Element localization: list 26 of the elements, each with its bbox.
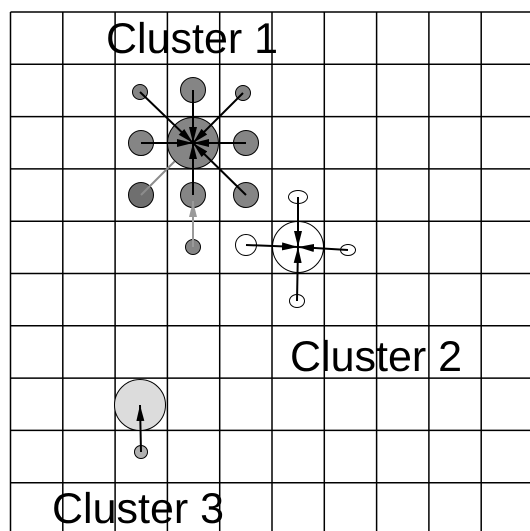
arrow <box>189 143 197 195</box>
arrow <box>192 92 244 144</box>
circle-node <box>180 182 206 208</box>
arrow <box>136 404 144 452</box>
circle-node <box>132 84 148 100</box>
circle-node <box>288 190 308 204</box>
arrow <box>189 201 197 247</box>
circle-node <box>235 85 251 101</box>
arrow <box>246 242 298 250</box>
circle-node <box>180 77 206 103</box>
circle-node <box>289 294 305 308</box>
circle-node <box>235 234 257 256</box>
arrow <box>193 139 246 147</box>
circle-node <box>185 239 201 255</box>
circle-node <box>128 130 154 156</box>
circle-node <box>340 244 356 256</box>
arrow <box>141 139 193 147</box>
arrow <box>192 142 247 196</box>
circle-node <box>114 379 166 431</box>
arrow <box>294 246 302 302</box>
circle-node <box>134 445 148 459</box>
circle-node <box>233 182 259 208</box>
circle-node <box>233 130 259 156</box>
arrow <box>189 90 197 143</box>
arrow <box>139 91 194 144</box>
circle-node <box>128 182 154 208</box>
